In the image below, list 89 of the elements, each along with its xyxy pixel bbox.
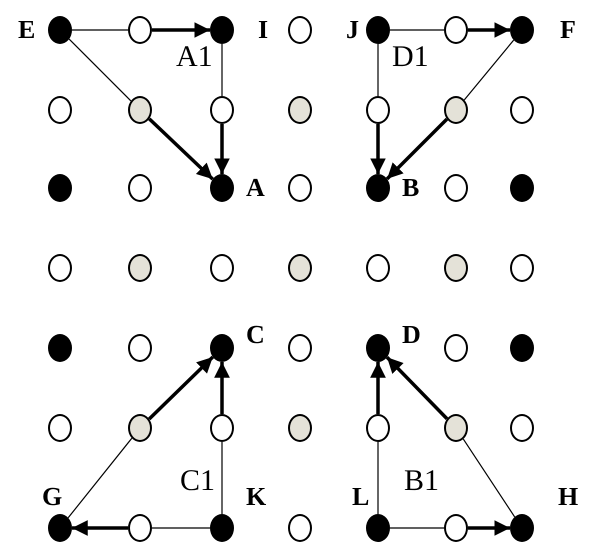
point-label: B bbox=[402, 175, 420, 201]
grid-dot bbox=[366, 16, 390, 44]
arrow bbox=[370, 124, 386, 174]
region-label: C1 bbox=[180, 466, 216, 496]
grid-dot bbox=[510, 96, 534, 124]
grid-dot bbox=[444, 16, 468, 44]
arrow bbox=[152, 22, 210, 38]
grid-dot bbox=[366, 96, 390, 124]
grid-dot bbox=[366, 414, 390, 442]
grid-dot bbox=[510, 16, 534, 44]
grid-dot bbox=[288, 514, 312, 542]
connector-line bbox=[68, 38, 132, 102]
connector-line bbox=[464, 40, 514, 100]
point-label: D bbox=[402, 322, 421, 348]
grid-dot bbox=[444, 514, 468, 542]
grid-dot bbox=[444, 254, 468, 282]
grid-dot bbox=[48, 514, 72, 542]
point-label: J bbox=[346, 17, 359, 43]
grid-dot bbox=[444, 174, 468, 202]
grid-dot bbox=[128, 174, 152, 202]
grid-dot bbox=[288, 414, 312, 442]
arrow bbox=[214, 362, 230, 414]
grid-dot bbox=[366, 514, 390, 542]
grid-dot bbox=[366, 174, 390, 202]
connector-line bbox=[377, 44, 379, 96]
arrow bbox=[468, 22, 510, 38]
grid-dot bbox=[48, 16, 72, 44]
grid-dot bbox=[510, 514, 534, 542]
region-label: D1 bbox=[392, 42, 429, 72]
arrow bbox=[386, 356, 448, 420]
grid-dot bbox=[210, 334, 234, 362]
grid-dot bbox=[288, 174, 312, 202]
connector-line bbox=[390, 29, 444, 31]
grid-dot bbox=[366, 254, 390, 282]
point-label: H bbox=[558, 484, 578, 510]
grid-dot bbox=[128, 414, 152, 442]
grid-dot bbox=[510, 334, 534, 362]
grid-dot bbox=[210, 254, 234, 282]
region-label: B1 bbox=[404, 466, 440, 496]
connector-line bbox=[152, 527, 210, 529]
grid-dot bbox=[48, 334, 72, 362]
grid-dot bbox=[510, 174, 534, 202]
grid-dot bbox=[288, 334, 312, 362]
grid-dot bbox=[48, 96, 72, 124]
point-label: I bbox=[258, 17, 268, 43]
grid-dot bbox=[210, 96, 234, 124]
grid-dot bbox=[128, 334, 152, 362]
connector-line bbox=[377, 442, 379, 514]
point-label: L bbox=[352, 484, 370, 510]
grid-dot bbox=[510, 254, 534, 282]
grid-dot bbox=[128, 514, 152, 542]
point-label: F bbox=[560, 17, 576, 43]
arrow bbox=[148, 118, 214, 180]
grid-dot bbox=[444, 96, 468, 124]
grid-dot bbox=[128, 254, 152, 282]
grid-dot bbox=[444, 334, 468, 362]
arrow bbox=[370, 362, 386, 414]
grid-dot bbox=[210, 514, 234, 542]
arrow bbox=[468, 520, 510, 536]
connector-line bbox=[221, 44, 223, 96]
grid-dot bbox=[288, 254, 312, 282]
connector-line bbox=[68, 438, 132, 518]
grid-dot bbox=[210, 16, 234, 44]
point-label: C bbox=[246, 322, 265, 348]
grid-dot bbox=[510, 414, 534, 442]
grid-dot bbox=[48, 174, 72, 202]
grid-dot bbox=[210, 414, 234, 442]
arrow bbox=[148, 356, 214, 420]
connector-line bbox=[221, 442, 223, 514]
grid-dot bbox=[366, 334, 390, 362]
arrow bbox=[72, 520, 128, 536]
point-label: G bbox=[42, 484, 62, 510]
connector-line bbox=[462, 438, 516, 518]
grid-dot bbox=[48, 254, 72, 282]
grid-dot bbox=[48, 414, 72, 442]
point-label: A bbox=[246, 175, 265, 201]
grid-dot bbox=[128, 96, 152, 124]
grid-dot bbox=[288, 16, 312, 44]
point-label: E bbox=[18, 17, 36, 43]
point-label: K bbox=[246, 484, 266, 510]
arrow bbox=[386, 118, 448, 180]
grid-dot bbox=[444, 414, 468, 442]
grid-dot bbox=[128, 16, 152, 44]
arrow bbox=[214, 124, 230, 174]
connector-line bbox=[390, 527, 444, 529]
region-label: A1 bbox=[176, 42, 213, 72]
grid-dot bbox=[210, 174, 234, 202]
connector-line bbox=[72, 29, 128, 31]
grid-dot bbox=[288, 96, 312, 124]
